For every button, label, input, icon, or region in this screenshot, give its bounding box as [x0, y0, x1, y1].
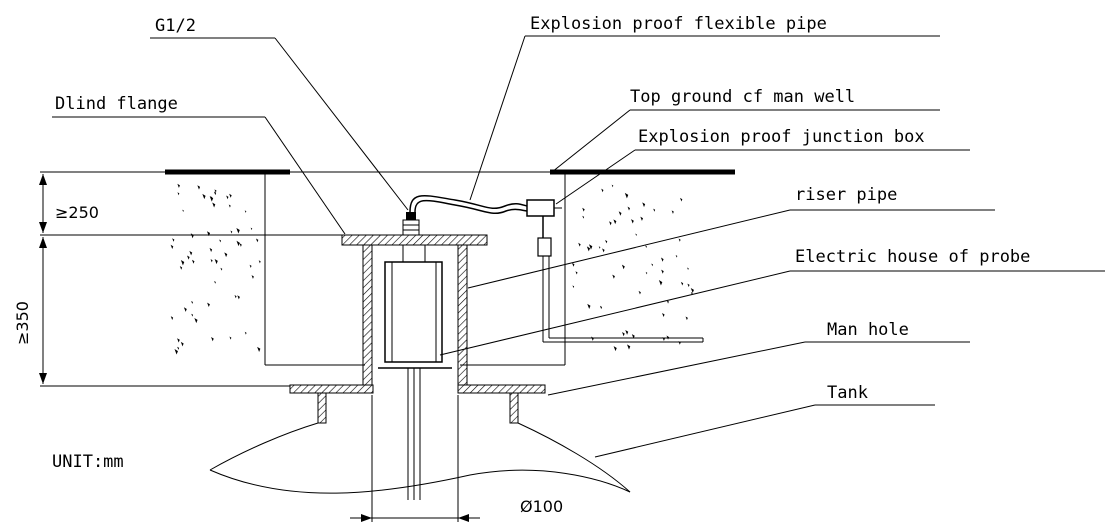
- blind-flange: [341, 234, 488, 246]
- label-top-ground: Top ground cf man well: [630, 87, 855, 107]
- label-electric-house: Electric house of probe: [795, 247, 1030, 267]
- tank: [209, 422, 631, 494]
- leader-lines: [52, 35, 1105, 458]
- dimension-diameter-label: Ø100: [520, 497, 563, 516]
- label-g12: G1/2: [155, 16, 196, 36]
- label-junction-box: Explosion proof junction box: [638, 127, 925, 147]
- dimension-diameter: [350, 395, 480, 522]
- label-man-hole: Man hole: [827, 320, 909, 340]
- label-blind-flange: Dlind flange: [55, 94, 178, 114]
- g12-fitting: [402, 212, 420, 236]
- riser-pipe: [362, 244, 468, 386]
- man-hole-flange: [289, 384, 546, 424]
- explosion-proof-flexible-pipe: [409, 194, 528, 215]
- probe-rods: [407, 368, 421, 500]
- dimension-250: [39, 174, 47, 233]
- label-explosion-proof-flexible-pipe: Explosion proof flexible pipe: [530, 14, 827, 34]
- label-tank: Tank: [827, 383, 868, 403]
- dimension-350-label: ≥350: [13, 301, 32, 345]
- dimension-250-label: ≥250: [55, 203, 99, 222]
- dimension-350: [39, 237, 47, 384]
- electric-house-of-probe: [378, 245, 452, 369]
- concrete-speckles: [170, 183, 694, 355]
- explosion-proof-junction-box: [526, 199, 704, 343]
- label-riser-pipe: riser pipe: [795, 185, 897, 205]
- label-unit: UNIT:mm: [52, 452, 124, 472]
